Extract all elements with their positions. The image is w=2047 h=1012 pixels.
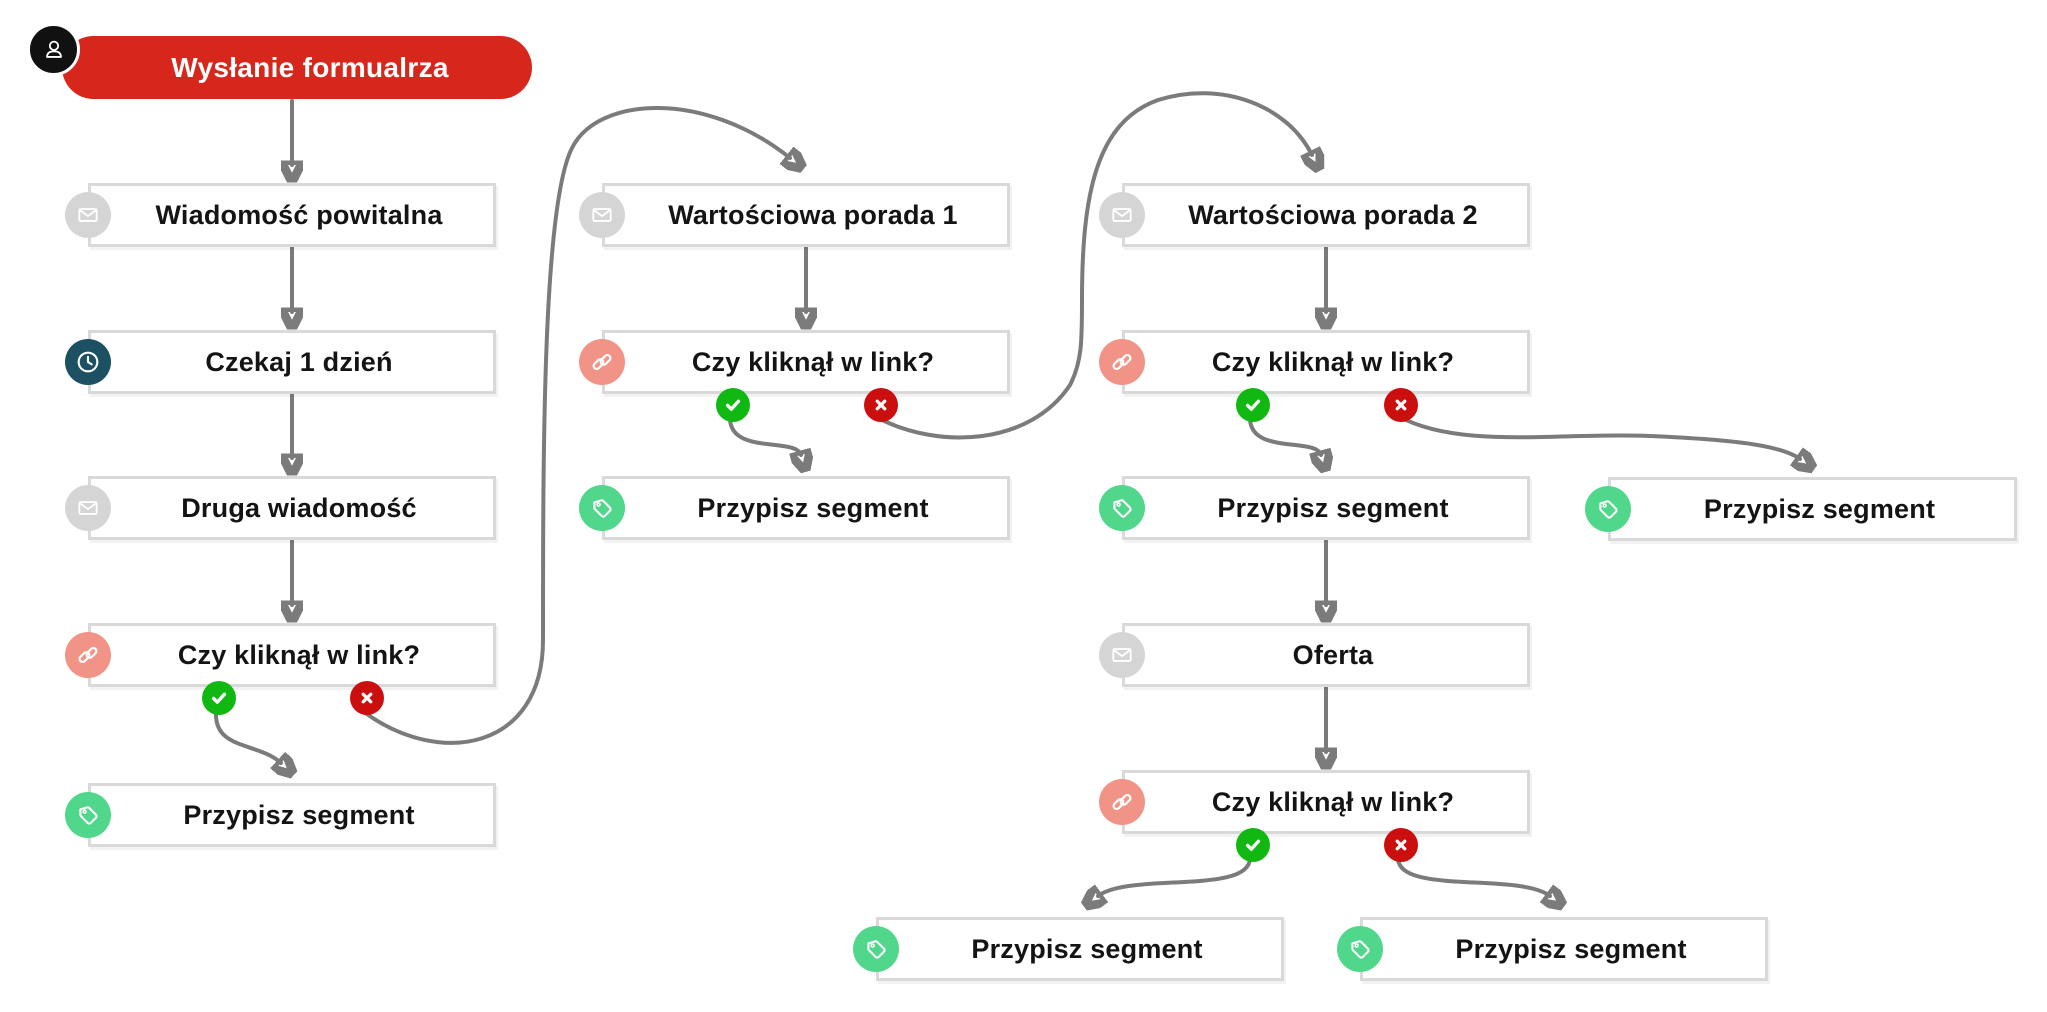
node-label: Oferta <box>1292 639 1374 670</box>
check-icon <box>1245 399 1261 411</box>
x-icon <box>361 692 373 704</box>
edge-condition4-yes-to-segment <box>1098 856 1252 896</box>
node-label: Wartościowa porada 2 <box>1188 199 1478 230</box>
clock-icon <box>65 339 111 385</box>
check-icon <box>725 399 741 411</box>
node-czy-kliknal-w-link-3[interactable]: Czy kliknął w link? <box>1099 330 1530 422</box>
node-label: Przypisz segment <box>1703 493 1936 524</box>
trigger-node-form-submitted[interactable]: Wysłanie formualrza <box>27 23 532 99</box>
trigger-label: Wysłanie formualrza <box>171 51 449 83</box>
node-przypisz-segment-3[interactable]: Przypisz segment <box>1099 476 1530 540</box>
node-label: Przypisz segment <box>697 492 929 523</box>
tag-icon <box>579 485 625 531</box>
node-przypisz-segment-2[interactable]: Przypisz segment <box>579 476 1010 540</box>
tag-icon <box>1099 485 1145 531</box>
person-icon <box>27 23 80 76</box>
edge-condition4-no-to-segment <box>1396 856 1550 896</box>
edge-condition2-yes-to-segment <box>728 416 801 455</box>
node-label: Czy kliknął w link? <box>177 639 421 670</box>
node-druga-wiadomosc[interactable]: Druga wiadomość <box>65 476 496 540</box>
node-czekaj-1-dzien[interactable]: Czekaj 1 dzień <box>65 330 496 394</box>
link-icon <box>579 339 625 385</box>
no-branch-badge[interactable] <box>864 388 898 422</box>
x-icon <box>1395 839 1407 851</box>
email-icon <box>65 485 111 531</box>
tag-icon <box>853 926 899 972</box>
node-label: Druga wiadomość <box>181 492 417 523</box>
node-label: Czy kliknął w link? <box>691 346 935 377</box>
node-label: Przypisz segment <box>971 933 1203 964</box>
x-icon <box>1395 399 1407 411</box>
node-label: Przypisz segment <box>1217 492 1449 523</box>
no-branch-badge[interactable] <box>350 681 384 715</box>
node-label: Czy kliknął w link? <box>1211 346 1455 377</box>
x-icon <box>875 399 887 411</box>
node-wartosciowa-porada-1[interactable]: Wartościowa porada 1 <box>579 183 1010 247</box>
check-icon <box>1245 839 1261 851</box>
email-icon <box>1099 632 1145 678</box>
tag-icon <box>1585 486 1631 532</box>
node-przypisz-segment-1[interactable]: Przypisz segment <box>65 783 496 847</box>
node-wartosciowa-porada-2[interactable]: Wartościowa porada 2 <box>1099 183 1530 247</box>
yes-branch-badge[interactable] <box>1236 388 1270 422</box>
yes-branch-badge[interactable] <box>716 388 750 422</box>
yes-branch-badge[interactable] <box>1236 828 1270 862</box>
node-przypisz-segment-6[interactable]: Przypisz segment <box>1585 477 2017 541</box>
link-icon <box>1099 779 1145 825</box>
no-branch-badge[interactable] <box>1384 828 1418 862</box>
link-icon <box>1099 339 1145 385</box>
node-oferta[interactable]: Oferta <box>1099 623 1530 687</box>
node-wiadomosc-powitalna[interactable]: Wiadomość powitalna <box>65 183 496 247</box>
edge-condition1-yes-to-segment <box>213 710 281 763</box>
node-label: Przypisz segment <box>183 799 415 830</box>
node-czy-kliknal-w-link-4[interactable]: Czy kliknął w link? <box>1099 770 1530 862</box>
check-icon <box>211 692 227 704</box>
node-label: Wiadomość powitalna <box>155 199 443 230</box>
email-icon <box>579 192 625 238</box>
email-icon <box>65 192 111 238</box>
node-label: Przypisz segment <box>1455 933 1687 964</box>
node-label: Czy kliknął w link? <box>1211 786 1455 817</box>
node-label: Czekaj 1 dzień <box>205 346 393 377</box>
node-czy-kliknal-w-link-1[interactable]: Czy kliknął w link? <box>65 623 496 715</box>
tag-icon <box>1337 926 1383 972</box>
tag-icon <box>65 792 111 838</box>
link-icon <box>65 632 111 678</box>
edge-condition3-no-to-segment-right <box>1396 414 1800 459</box>
no-branch-badge[interactable] <box>1384 388 1418 422</box>
node-przypisz-segment-5[interactable]: Przypisz segment <box>1337 917 1768 981</box>
yes-branch-badge[interactable] <box>202 681 236 715</box>
email-icon <box>1099 192 1145 238</box>
node-przypisz-segment-4[interactable]: Przypisz segment <box>853 917 1284 981</box>
node-label: Wartościowa porada 1 <box>668 199 958 230</box>
node-czy-kliknal-w-link-2[interactable]: Czy kliknął w link? <box>579 330 1010 422</box>
edge-condition3-yes-to-segment <box>1248 416 1321 455</box>
